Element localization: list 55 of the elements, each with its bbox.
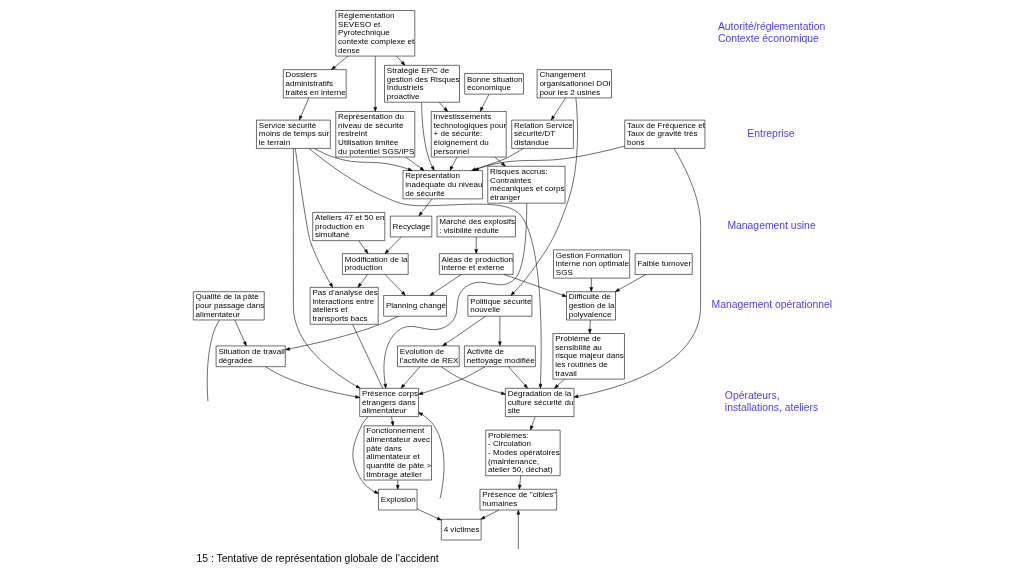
arrow (384, 236, 402, 254)
arrow (285, 315, 399, 351)
arrow (373, 56, 377, 112)
arrow (352, 416, 379, 494)
caption: 15 : Tentative de représentation globale de l’accident (196, 552, 439, 564)
arrow (588, 319, 592, 334)
arrow (418, 412, 445, 499)
arrow (615, 274, 647, 292)
arrow (383, 203, 527, 389)
arrow (589, 278, 593, 292)
connector (352, 324, 384, 389)
arrow (308, 148, 543, 389)
arrow (331, 55, 349, 70)
arrow (438, 102, 448, 112)
arrow (384, 274, 406, 296)
label: Entreprise (747, 127, 795, 139)
arrow (314, 148, 413, 171)
arrow (442, 316, 486, 347)
arrow (494, 156, 506, 167)
arrow (573, 148, 701, 398)
arrow (416, 508, 442, 521)
arrow (396, 55, 406, 66)
arrow (390, 416, 395, 426)
arrow (299, 97, 310, 121)
arrow (480, 509, 500, 520)
arrow (498, 316, 502, 347)
arrow (530, 416, 536, 431)
arrow (405, 156, 425, 171)
arrow (440, 366, 506, 395)
arrow (295, 148, 333, 288)
arrow (418, 366, 486, 395)
arrow (358, 240, 369, 254)
arrow (503, 274, 567, 297)
arrow (479, 94, 490, 112)
label: Management usine (727, 220, 816, 232)
label: Autorité/réglementation Contexte économique (717, 21, 826, 44)
arrow (551, 97, 566, 121)
arrow (429, 274, 462, 296)
arrow (396, 479, 400, 490)
arrow (508, 366, 528, 389)
arrow (400, 366, 420, 389)
arrow (421, 102, 435, 171)
arrow (357, 274, 369, 288)
arrow (265, 366, 360, 399)
arrow (516, 509, 521, 550)
label: Management opérationnel (711, 299, 833, 311)
label: Opérateurs, installations, ateliers (724, 390, 819, 413)
arrow (449, 156, 458, 171)
arrow (510, 97, 578, 296)
arrow (554, 378, 565, 389)
arrow (418, 198, 433, 217)
arrow (293, 148, 361, 389)
arrow (518, 475, 522, 490)
arrow (234, 319, 247, 347)
arrow (474, 236, 478, 254)
